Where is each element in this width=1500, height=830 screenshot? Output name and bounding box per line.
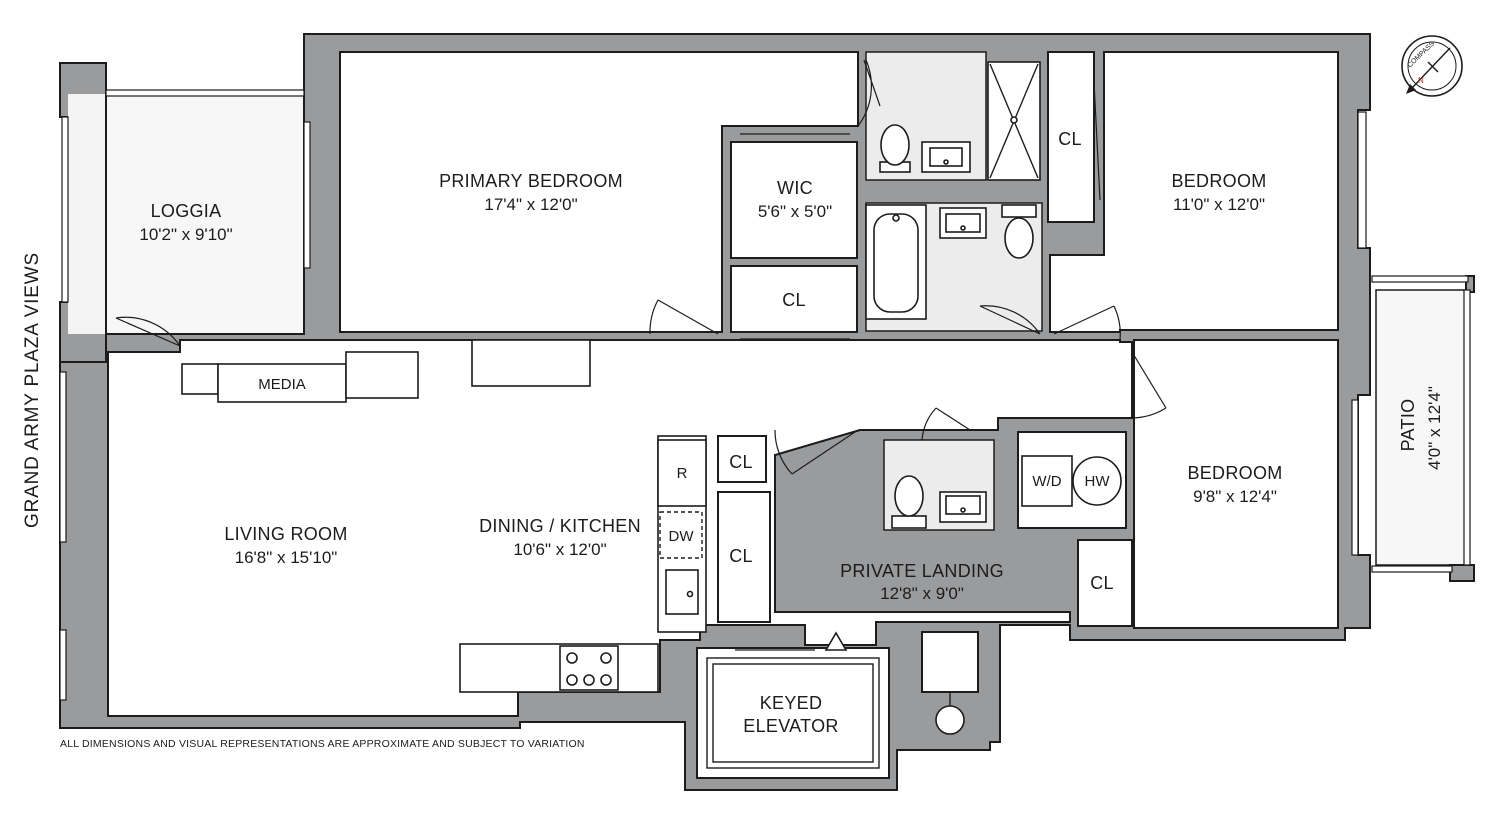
patio-dims: 4'0" x 12'4" [1425, 386, 1444, 470]
bedroom-2-name: BEDROOM [1187, 463, 1282, 483]
living-room-dims: 16'8" x 15'10" [235, 548, 338, 567]
fixtures [181, 63, 1122, 693]
loggia-name: LOGGIA [151, 201, 222, 221]
bedroom-1-dims: 11'0" x 12'0" [1173, 195, 1265, 214]
dining-kitchen-name: DINING / KITCHEN [479, 516, 641, 536]
kitchen-island [459, 643, 659, 693]
bedroom-2-dims: 9'8" x 12'4" [1193, 487, 1277, 506]
elevator-line-1: KEYED [760, 693, 823, 713]
closet-wic-side [730, 265, 858, 333]
closet-label: CL [1058, 129, 1082, 149]
drain-icon [935, 705, 965, 735]
closet-label: CL [1090, 573, 1114, 593]
cooktop-icon [559, 645, 619, 691]
closet-label: CL [729, 546, 753, 566]
kitchen-sink-icon [665, 569, 699, 615]
media-shelf [345, 351, 419, 399]
bathtub-icon [865, 204, 927, 320]
closet-kitchen-2 [717, 491, 771, 623]
closet-kitchen-1 [717, 435, 767, 483]
private-landing-name: PRIVATE LANDING [840, 561, 1004, 581]
living-dining-area [107, 339, 1133, 717]
sink-icon [939, 491, 987, 523]
hot-water-label: HW [1085, 473, 1111, 490]
bedroom-1-name: BEDROOM [1171, 171, 1266, 191]
doors [115, 59, 1167, 651]
dining-kitchen-dims: 10'6" x 12'0" [513, 540, 606, 559]
north-marker: N [1418, 76, 1424, 85]
patio-name: PATIO [1398, 399, 1418, 452]
primary-bedroom-name: PRIMARY BEDROOM [439, 171, 623, 191]
labels: GRAND ARMY PLAZA VIEWS LOGGIA 10'2" x 9'… [22, 129, 1444, 750]
compass-icon: COMPASS N [1401, 35, 1463, 97]
rooms-cutouts [68, 51, 1475, 779]
elevator-shaft [696, 647, 890, 779]
dishwasher [659, 511, 703, 559]
toilet-icon [1001, 204, 1037, 259]
built-in-cabinet [471, 339, 591, 387]
closet-label: CL [729, 452, 753, 472]
hot-water-heater [1072, 456, 1122, 506]
entry-arrow-icon [824, 631, 848, 651]
washer-dryer [1021, 455, 1073, 507]
closet-bedroom-1 [1047, 51, 1095, 223]
primary-bedroom-area [339, 51, 859, 333]
washer-dryer-label: W/D [1032, 473, 1061, 490]
mechanical-closet [921, 631, 979, 693]
sink-icon [939, 207, 987, 239]
media-console [181, 363, 219, 395]
sink-icon [921, 141, 971, 173]
dishwasher-label: DW [669, 528, 695, 545]
disclaimer: ALL DIMENSIONS AND VISUAL REPRESENTATION… [60, 738, 585, 750]
closet-label: CL [782, 290, 806, 310]
media-label: MEDIA [258, 376, 306, 393]
refrigerator [657, 439, 707, 507]
shower-drain-icon [989, 63, 1039, 179]
windows [59, 89, 1471, 701]
primary-bedroom-dims: 17'4" x 12'0" [484, 195, 577, 214]
refrigerator-label: R [677, 465, 688, 482]
private-landing-dims: 12'8" x 9'0" [880, 584, 964, 603]
wic-area [730, 141, 858, 259]
closet-bedroom-2 [1077, 539, 1133, 627]
patio-area [1375, 289, 1467, 566]
loggia-dims: 10'2" x 9'10" [139, 225, 232, 244]
living-room-name: LIVING ROOM [224, 524, 347, 544]
toilet-icon [879, 124, 911, 173]
wic-dims: 5'6" x 5'0" [758, 202, 832, 221]
media-unit [217, 363, 347, 403]
side-label: GRAND ARMY PLAZA VIEWS [22, 252, 43, 528]
wic-name: WIC [777, 178, 813, 198]
bedroom-2-area [1133, 339, 1339, 629]
toilet-icon [891, 475, 927, 529]
elevator-line-2: ELEVATOR [743, 716, 838, 736]
